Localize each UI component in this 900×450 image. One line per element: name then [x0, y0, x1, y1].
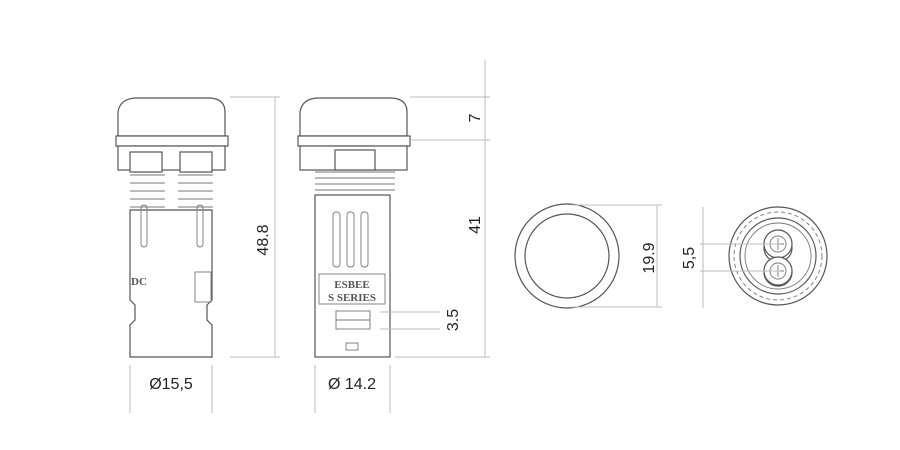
- dim-terminal-pitch: 5,5: [681, 247, 698, 269]
- dim-front-diameter: 19.9: [641, 242, 658, 273]
- side-marking-dc: DC: [131, 276, 147, 288]
- dim-cap-height: 7: [467, 113, 484, 122]
- dim-body-length: 41: [467, 216, 484, 234]
- front-view: [514, 203, 620, 309]
- rear-view: [728, 206, 828, 306]
- brand-marking: ESBEE: [334, 279, 369, 291]
- series-marking: S SERIES: [328, 292, 376, 304]
- side-view-left: DC: [115, 97, 229, 358]
- dim-slot-height: 3.5: [445, 309, 462, 331]
- side-view-middle: ESBEE S SERIES: [297, 97, 411, 358]
- dim-cap-diameter: Ø15,5: [149, 376, 193, 393]
- dim-body-diameter: Ø 14.2: [328, 376, 376, 393]
- dim-total-length: 48.8: [255, 224, 272, 255]
